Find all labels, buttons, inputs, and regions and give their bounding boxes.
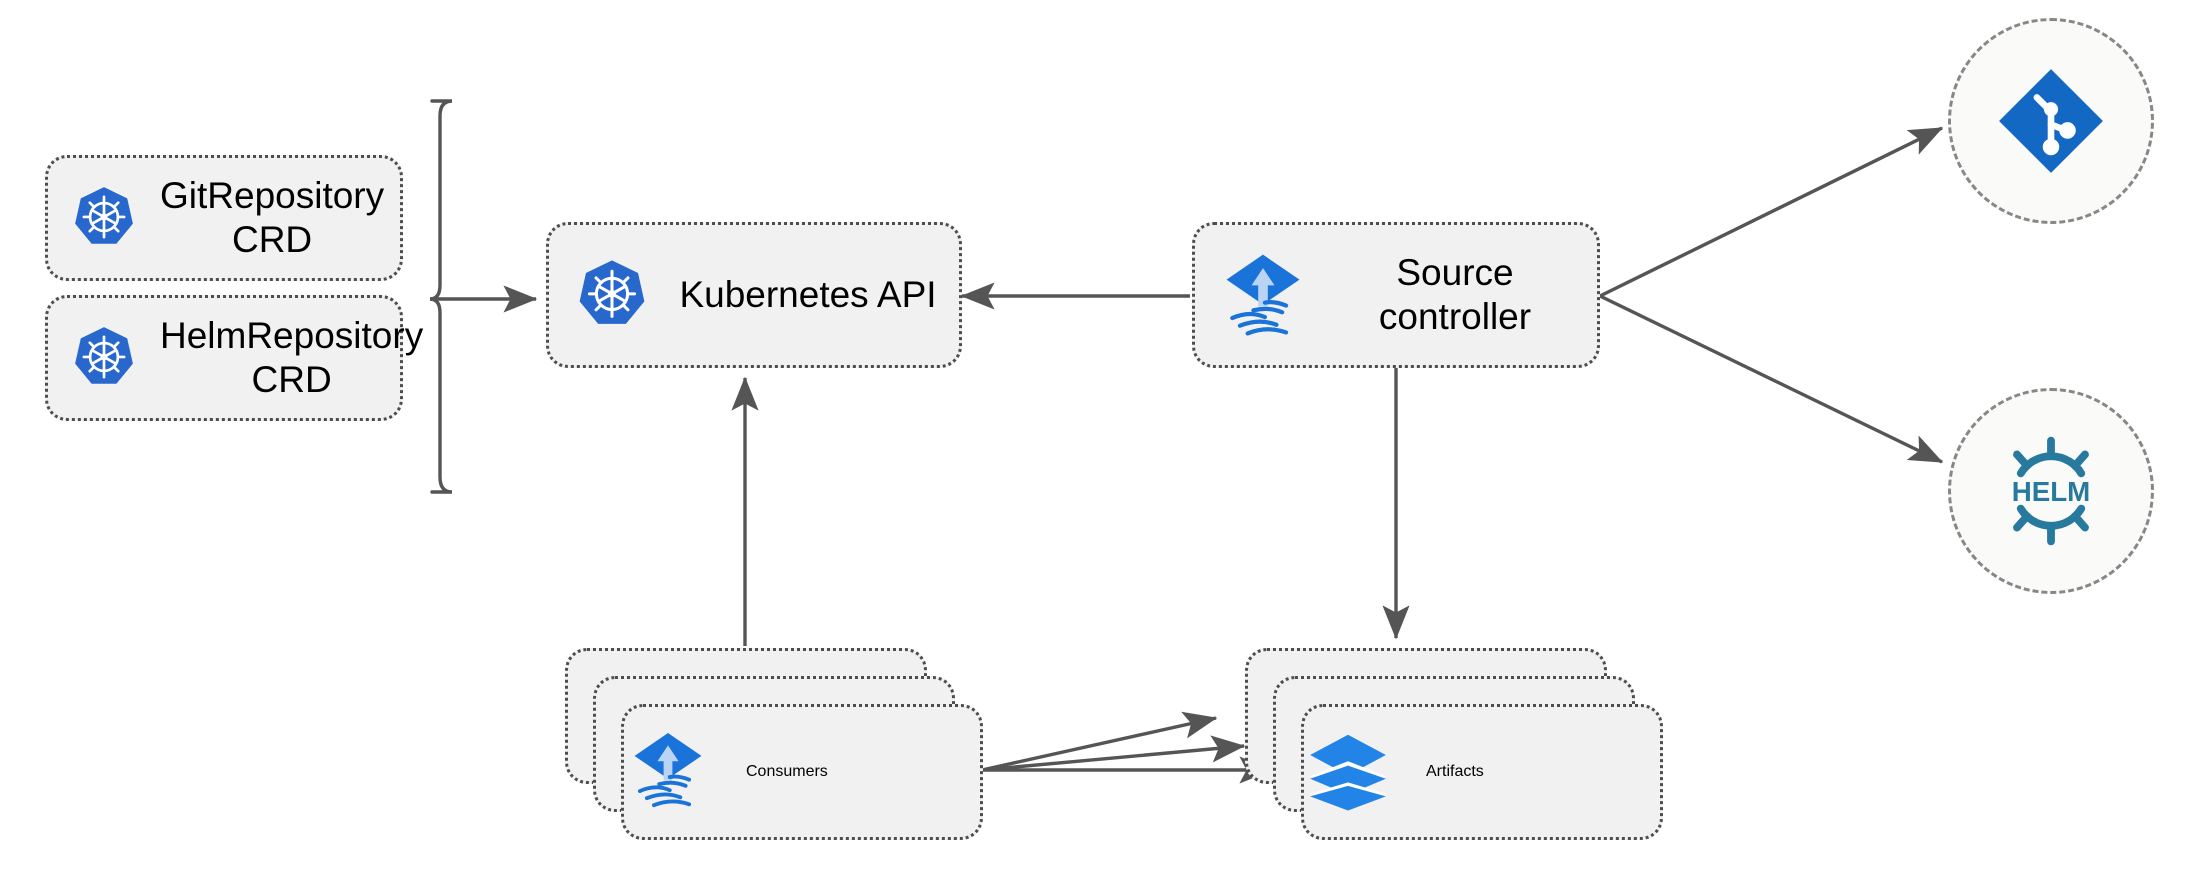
- artifacts-card-front[interactable]: Artifacts: [1301, 704, 1663, 840]
- artifacts-stack[interactable]: Artifacts: [1245, 648, 1665, 848]
- helm-repository-crd-label: HelmRepository CRD: [160, 315, 424, 400]
- git-repository-crd-node[interactable]: GitRepository CRD: [45, 155, 403, 281]
- helm-wordmark: HELM: [2012, 476, 2091, 507]
- artifacts-label: Artifacts: [1426, 763, 1484, 780]
- kubernetes-api-label: Kubernetes API: [679, 274, 937, 316]
- kubernetes-api-node[interactable]: Kubernetes API: [546, 222, 962, 368]
- source-controller-label: Source controller: [1378, 252, 1532, 337]
- kubernetes-icon: [48, 325, 160, 391]
- helm-repository-node[interactable]: HELM: [1948, 388, 2154, 594]
- kubernetes-icon: [549, 258, 675, 332]
- consumers-label: Consumers: [746, 763, 828, 780]
- kubernetes-icon: [48, 185, 160, 251]
- helm-icon: HELM: [2012, 436, 2091, 546]
- source-controller-node[interactable]: Source controller: [1192, 222, 1600, 368]
- git-repository-node[interactable]: [1948, 18, 2154, 224]
- flux-icon: [624, 726, 746, 819]
- edge-source-controller-to-helm: [1599, 294, 1944, 464]
- consumers-card-front[interactable]: Consumers: [621, 704, 983, 840]
- crd-group-bracket: [429, 99, 538, 494]
- git-icon: [1999, 69, 2103, 173]
- consumers-stack[interactable]: Consumers: [565, 648, 985, 848]
- edge-source-controller-to-git: [1599, 126, 1944, 298]
- flux-icon: [1195, 247, 1331, 343]
- layers-icon: [1304, 726, 1426, 819]
- edge-consumers-to-artifacts: [981, 711, 1274, 784]
- helm-repository-crd-node[interactable]: HelmRepository CRD: [45, 295, 423, 421]
- git-repository-crd-label: GitRepository CRD: [160, 175, 385, 260]
